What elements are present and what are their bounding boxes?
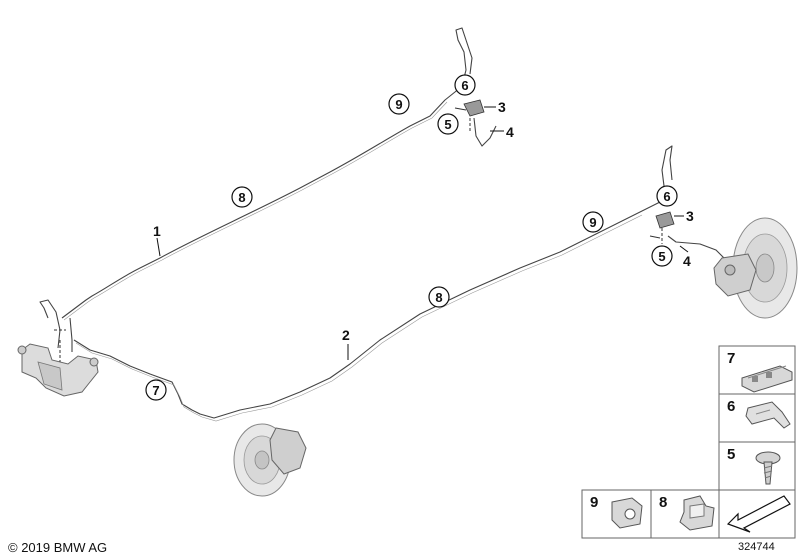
svg-text:6: 6: [663, 189, 670, 204]
label-3-right: 3: [686, 208, 694, 224]
hydraulic-unit: [17, 299, 99, 397]
upper-bracket-assembly: [454, 99, 497, 147]
brake-pipe-1-shadow: [63, 101, 448, 321]
svg-text:8: 8: [435, 290, 442, 305]
svg-text:7: 7: [152, 383, 159, 398]
svg-text:6: 6: [727, 398, 735, 415]
legend-item-6: 6: [718, 393, 796, 443]
legend-item-5: 5: [718, 441, 796, 491]
callout-6-right: 6: [656, 185, 678, 207]
svg-text:7: 7: [727, 350, 735, 367]
label-4-right: 4: [683, 253, 691, 269]
svg-text:8: 8: [238, 190, 245, 205]
label-4-top: 4: [506, 124, 514, 140]
callout-8-upper: 8: [231, 186, 253, 208]
callout-8-lower: 8: [428, 286, 450, 308]
rear-brake-disc: [713, 217, 798, 319]
brake-pipe-2-shadow: [75, 214, 643, 422]
svg-text:5: 5: [658, 249, 665, 264]
svg-text:9: 9: [590, 494, 598, 511]
svg-text:9: 9: [589, 215, 596, 230]
svg-text:9: 9: [395, 97, 402, 112]
callout-9-top: 9: [388, 93, 410, 115]
upper-flex-line: [455, 27, 473, 87]
front-brake-disc: [233, 423, 307, 497]
svg-text:8: 8: [659, 494, 667, 511]
label-3-top: 3: [498, 99, 506, 115]
svg-text:5: 5: [727, 446, 735, 463]
legend-item-7: 7: [718, 345, 796, 395]
callout-5-top: 5: [437, 113, 459, 135]
callout-6-top: 6: [454, 74, 476, 96]
svg-text:6: 6: [461, 78, 468, 93]
legend-item-9: 9: [581, 489, 652, 539]
copyright-text: © 2019 BMW AG: [8, 540, 108, 555]
label-2: 2: [342, 327, 350, 343]
callout-5-right: 5: [651, 245, 673, 267]
legend-item-fitting-arrow: [718, 489, 796, 539]
legend-item-8: 8: [650, 489, 720, 539]
callout-9-right: 9: [582, 211, 604, 233]
right-bracket-assembly: [649, 211, 727, 261]
svg-text:5: 5: [444, 117, 451, 132]
callout-7-left: 7: [145, 379, 167, 401]
brake-pipe-1: [61, 85, 463, 319]
label-1: 1: [153, 223, 161, 239]
document-number: 324744: [738, 541, 775, 553]
brake-pipe-2: [73, 201, 661, 419]
